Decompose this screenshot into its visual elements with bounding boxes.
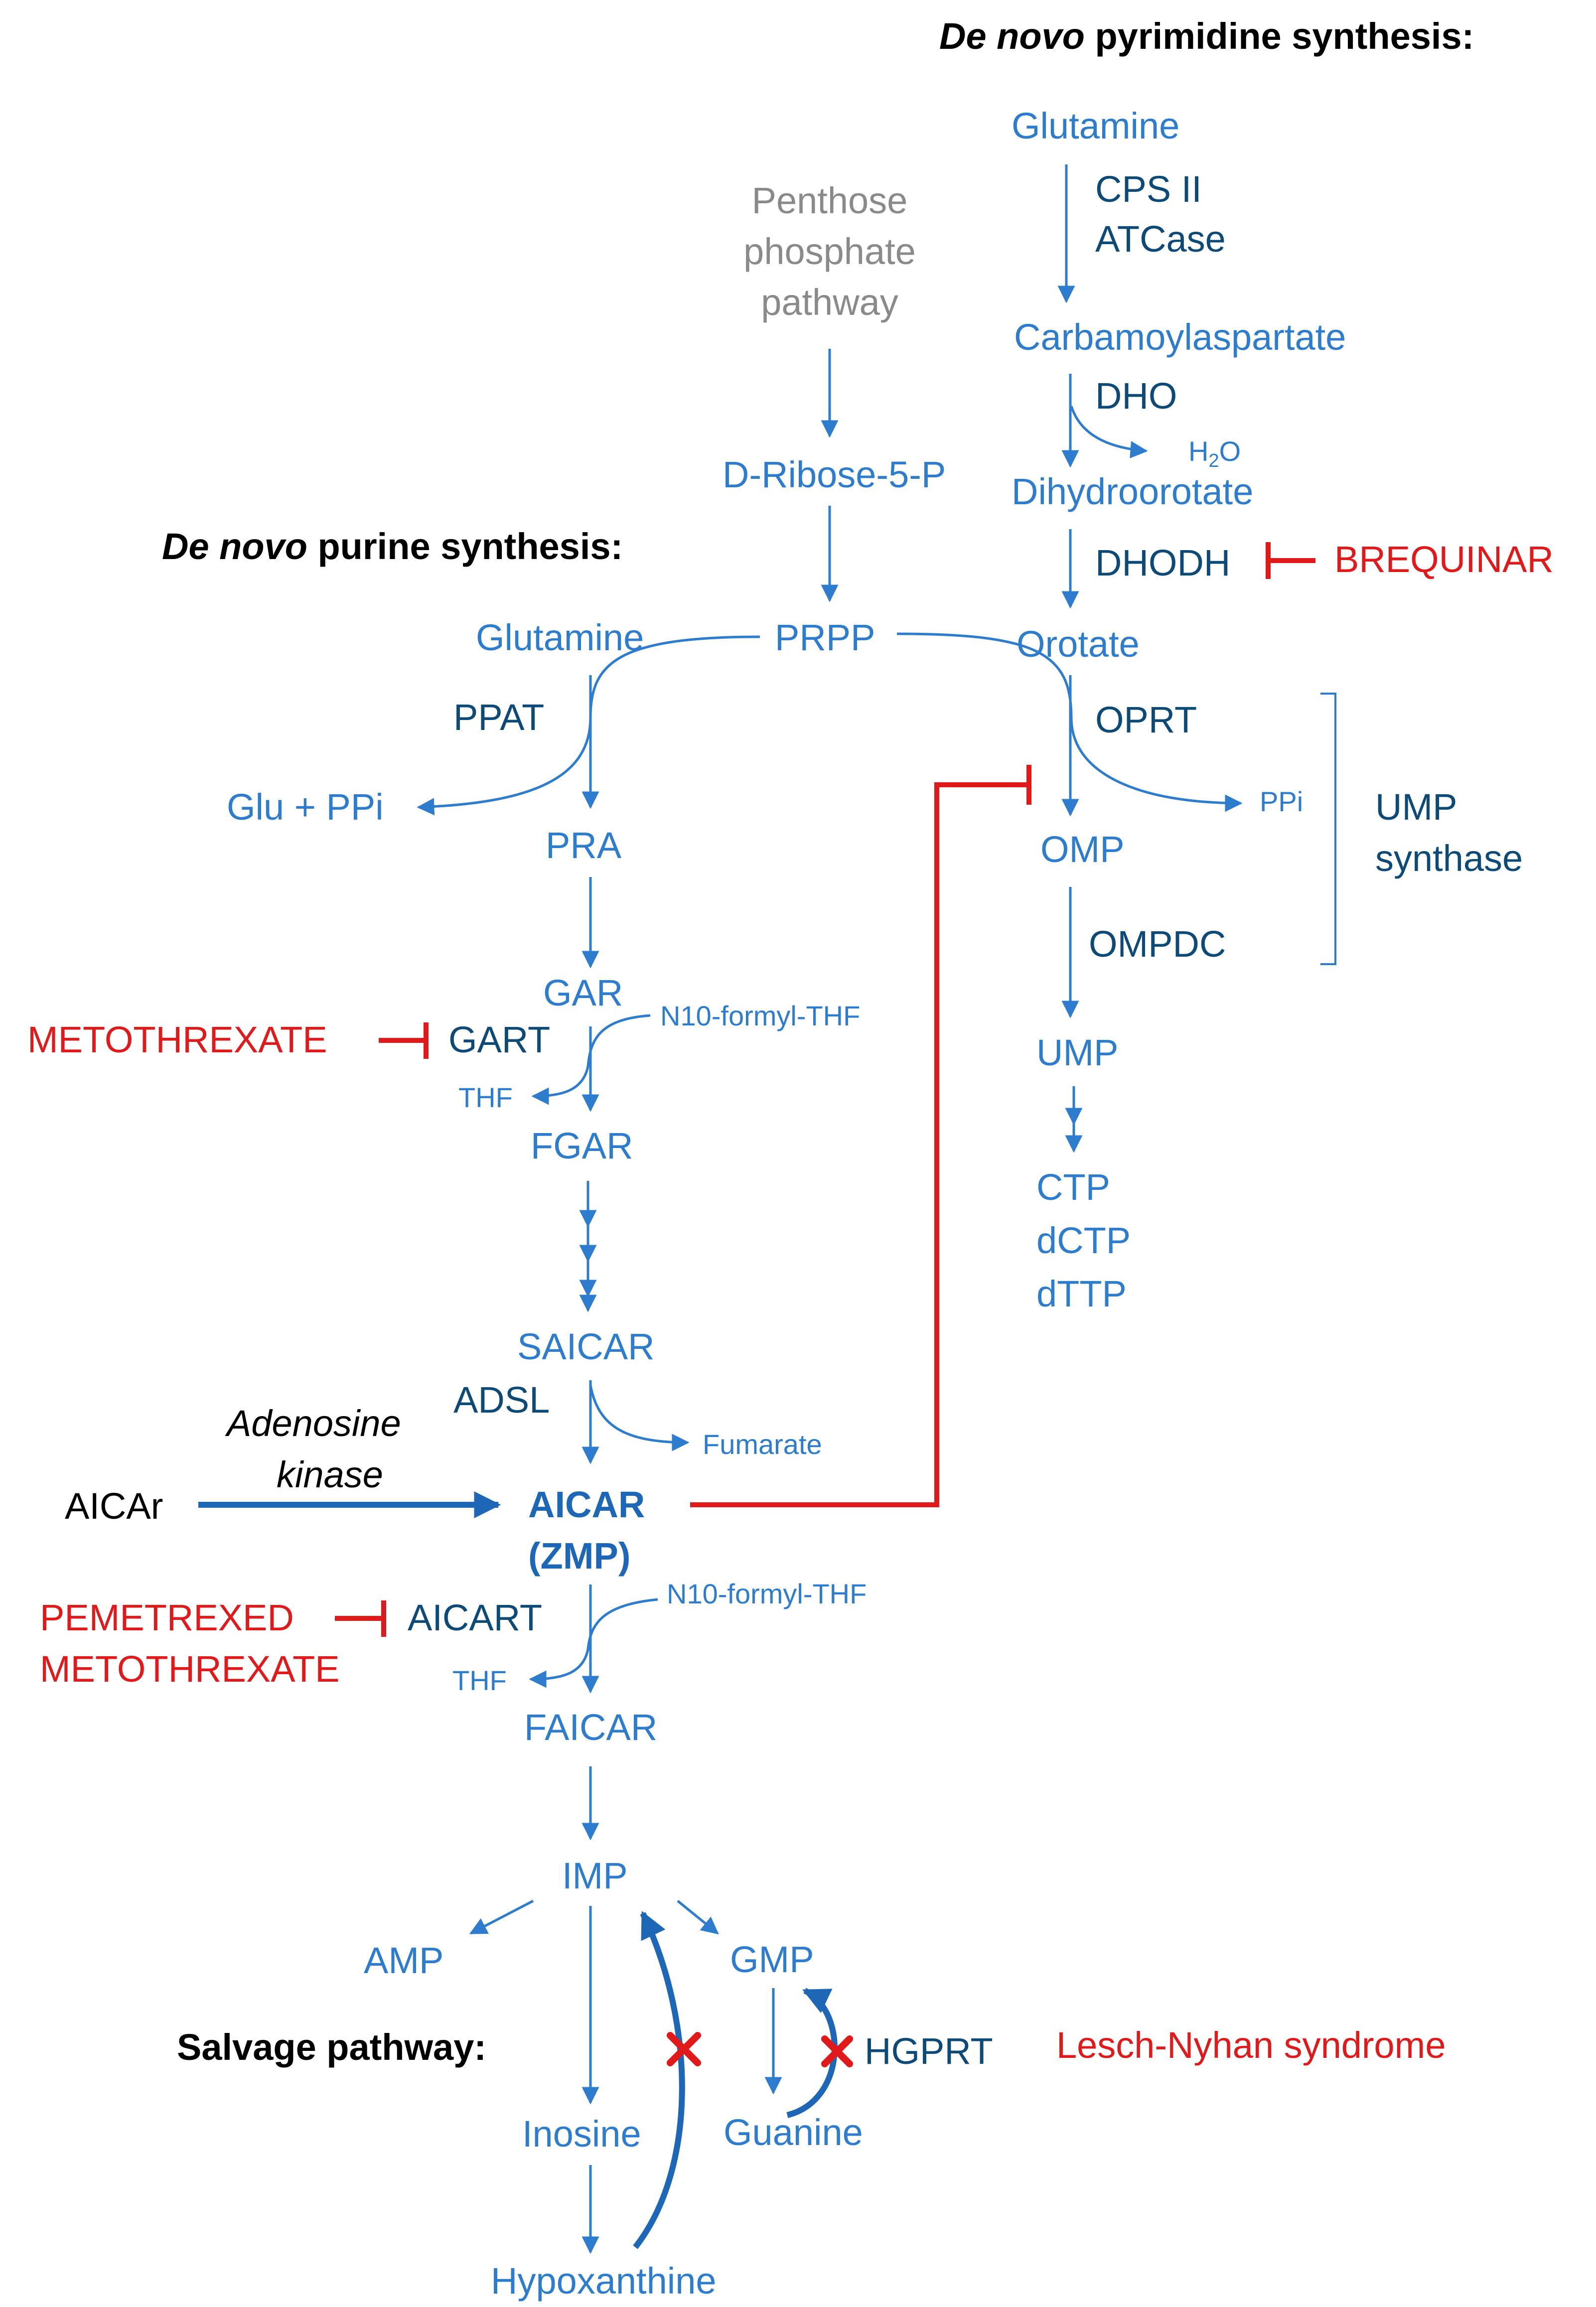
arrow-imp-to-gmp (677, 1900, 719, 1935)
enzyme-ompdc: OMPDC (1089, 923, 1226, 965)
metabolite-guanine: Guanine (724, 2112, 863, 2153)
enzyme-gart: GART (448, 1019, 550, 1060)
metabolite-hypoxanthine: Hypoxanthine (491, 2260, 717, 2302)
metabolite-fumarate: Fumarate (703, 1429, 822, 1460)
label-lesch-nyhan-syndrome: Lesch-Nyhan syndrome (1056, 2024, 1446, 2066)
brace-ump-synthase (1320, 693, 1336, 965)
inhibition-line-aicar-to-oprt (690, 782, 1029, 1507)
block-x-hgprt (821, 2035, 853, 2067)
enzyme-adenosine-kinase-line1: Adenosine (225, 1403, 401, 1444)
label-ump-synthase-line1: UMP (1375, 786, 1457, 828)
metabolite-gar: GAR (543, 972, 623, 1013)
enzyme-ppat: PPAT (453, 697, 544, 738)
arrow-hypoxanthine-to-imp-salvage (633, 1911, 685, 2249)
metabolite-dihydroorotate: Dihydroorotate (1012, 471, 1253, 512)
arrow-saicar-to-fumarate (589, 1385, 690, 1451)
enzyme-dho: DHO (1095, 375, 1177, 417)
arrow-guanine-to-gmp-salvage (786, 1988, 838, 2118)
arrow-n10-to-thf-aicart (529, 1598, 658, 1688)
metabolite-aicar: AICAR (528, 1484, 645, 1525)
label-pentose-line2: phosphate (743, 231, 916, 272)
enzyme-adenosine-kinase-line2: kinase (277, 1454, 383, 1495)
drug-metothrexate-gart: METOTHREXATE (27, 1019, 327, 1060)
metabolite-prpp: PRPP (775, 617, 875, 658)
metabolite-omp: OMP (1040, 829, 1125, 870)
metabolite-d-ribose-5-p: D-Ribose-5-P (723, 454, 946, 495)
metabolite-thf-2: THF (452, 1665, 507, 1696)
metabolite-pra: PRA (546, 825, 622, 866)
heading-purine-synthesis: De novo purine synthesis: (162, 526, 623, 567)
heading-pyrimidine-synthesis: De novo pyrimidine synthesis: (939, 15, 1474, 57)
metabolite-inosine: Inosine (522, 2113, 641, 2155)
metabolite-glutamine-pyrimidine: Glutamine (1012, 105, 1179, 146)
arrow-imp-to-amp (469, 1899, 534, 1935)
heading-salvage-pathway: Salvage pathway: (177, 2026, 486, 2068)
metabolite-orotate: Orotate (1016, 623, 1140, 665)
metabolite-n10-formyl-thf-1: N10-formyl-THF (660, 1000, 860, 1031)
arrow-prpp-to-ppi (896, 632, 1243, 812)
label-ump-synthase-line2: synthase (1375, 838, 1523, 879)
metabolite-ctp: CTP (1036, 1166, 1110, 1208)
metabolite-water: H2O (1188, 435, 1241, 471)
metabolite-aicar-riboside: AICAr (65, 1485, 163, 1527)
metabolite-n10-formyl-thf-2: N10-formyl-THF (667, 1578, 867, 1609)
drug-pemetrexed: PEMETREXED (40, 1597, 294, 1638)
metabolite-zmp: (ZMP) (528, 1535, 631, 1577)
metabolite-carbamoylaspartate: Carbamoylaspartate (1014, 316, 1346, 358)
enzyme-hgprt: HGPRT (865, 2030, 993, 2072)
metabolite-imp: IMP (562, 1855, 628, 1896)
enzyme-adsl: ADSL (453, 1379, 550, 1421)
enzyme-dhodh: DHODH (1095, 542, 1230, 583)
metabolite-glu-ppi: Glu + PPi (227, 786, 384, 828)
enzyme-oprt: OPRT (1095, 699, 1197, 740)
label-pentose-line3: pathway (761, 282, 898, 323)
metabolite-dctp: dCTP (1036, 1220, 1131, 1261)
metabolite-dttp: dTTP (1036, 1273, 1127, 1314)
arrow-n10-to-thf-gart (531, 1014, 651, 1105)
enzyme-atcase: ATCase (1095, 218, 1226, 260)
metabolite-thf-1: THF (458, 1082, 513, 1113)
metabolite-ppi-pyrimidine: PPi (1260, 786, 1303, 817)
block-x-hypoxanthine-salvage (667, 2032, 701, 2066)
metabolite-gmp: GMP (730, 1939, 814, 1980)
arrow-dho-water-release (1070, 406, 1148, 458)
metabolite-saicar: SAICAR (517, 1326, 655, 1367)
drug-brequinar: BREQUINAR (1334, 539, 1554, 580)
label-pentose-line1: Penthose (752, 180, 908, 221)
metabolite-amp: AMP (364, 1940, 443, 1981)
enzyme-aicart: AICART (408, 1597, 542, 1638)
metabolite-ump: UMP (1036, 1032, 1118, 1073)
metabolite-fgar: FGAR (531, 1125, 633, 1166)
metabolite-glutamine-purine: Glutamine (476, 617, 644, 658)
metabolite-faicar: FAICAR (524, 1707, 657, 1748)
drug-metothrexate-aicart: METOTHREXATE (40, 1648, 340, 1690)
enzyme-cps-ii: CPS II (1095, 168, 1202, 210)
